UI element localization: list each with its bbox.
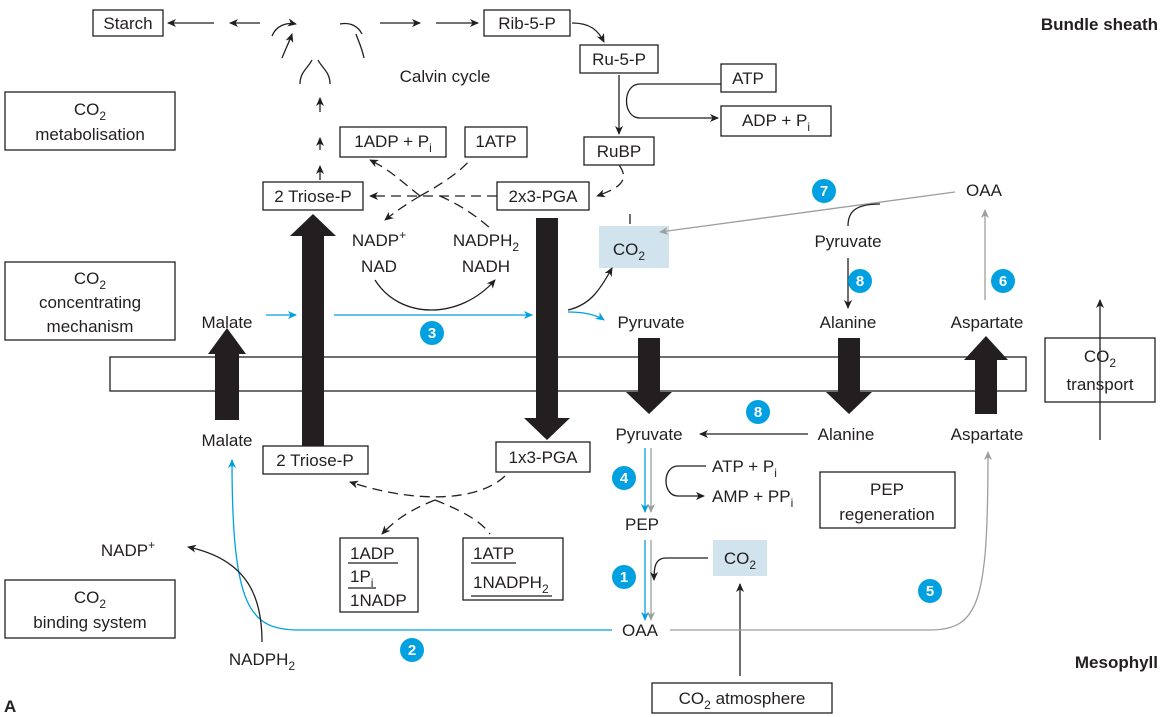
co2-bs-box [599, 226, 669, 268]
nadh-label: NADH [462, 257, 510, 276]
oaa-malate-arrow [228, 459, 612, 631]
co2-binding-box: CO2 binding system [4, 579, 176, 639]
box-left-l2: 1Pi [350, 567, 373, 590]
step-2: 2 [408, 642, 416, 659]
dashed-cycle-arrows [369, 159, 631, 311]
malate-bs-label: Malate [201, 313, 252, 332]
calvin-cycle-label: Calvin cycle [400, 67, 491, 86]
co2-fixation-arrow [650, 557, 708, 581]
nad-label: NAD [361, 257, 397, 276]
aspartate-m-label: Aspartate [951, 425, 1024, 444]
co2-atmosphere-label: CO2 atmosphere [679, 689, 806, 712]
nadp-m-label: NADP+ [101, 538, 155, 560]
pga-top-label: 2x3-PGA [509, 187, 579, 206]
cell-membrane [109, 356, 1027, 392]
starch-label: Starch [103, 14, 152, 33]
step-6: 6 [999, 273, 1007, 290]
step-7: 7 [820, 183, 828, 200]
co2-m-box [713, 540, 767, 576]
svg-text:PEP: PEP [870, 480, 904, 499]
step-1: 1 [620, 569, 628, 586]
pyruvate-m-label: Pyruvate [615, 425, 682, 444]
starch-chain-arrows [167, 18, 721, 180]
pyruvate-bs-label: Pyruvate [617, 313, 684, 332]
oaa-aspartate-arrow [670, 451, 992, 631]
oaa-m-label: OAA [622, 621, 659, 640]
rib5p-label: Rib-5-P [498, 14, 556, 33]
bundle-sheath-label: Bundle sheath [1041, 15, 1158, 34]
svg-text:CO2: CO2 [74, 100, 107, 123]
triose-m-label: 2 Triose-P [276, 451, 353, 470]
atp-label: ATP [732, 69, 764, 88]
box-right-l1: 1ATP [473, 544, 514, 563]
rubp-label: RuBP [597, 142, 641, 161]
aspartate-bs-label: Aspartate [951, 313, 1024, 332]
svg-text:metabolisation: metabolisation [35, 125, 145, 144]
ru5p-label: Ru-5-P [592, 50, 646, 69]
atp-1-label: 1ATP [475, 132, 516, 151]
svg-text:binding system: binding system [33, 613, 146, 632]
atp-pi-label: ATP + Pi [712, 457, 777, 480]
nadph2-m-label: NADPH2 [229, 650, 296, 673]
co2-m-label: CO2 [724, 549, 757, 572]
amp-ppi-label: AMP + PPi [712, 487, 793, 510]
oaa-bs-label: OAA [966, 181, 1003, 200]
box-right-l2: 1NADPH2 [473, 573, 549, 596]
pep-regen-side-arrow [665, 465, 706, 500]
pyruvate-pep-arrows [641, 448, 655, 621]
adp-pi-label: ADP + Pi [742, 111, 810, 134]
step-8b: 8 [754, 404, 762, 421]
box-left-l1: 1ADP [350, 544, 394, 563]
alanine-bs-label: Alanine [820, 313, 877, 332]
co2-concentrating-box: CO2 concentrating mechanism [4, 261, 176, 341]
step-8a: 8 [856, 273, 864, 290]
nadph-oxidation-arrow [187, 544, 263, 643]
co2-bs-label: CO2 [613, 240, 646, 263]
pga-reduction-arrows [349, 475, 506, 535]
adp-pi-1-label: 1ADP + Pi [354, 132, 432, 155]
step-3: 3 [428, 325, 436, 342]
svg-text:CO2: CO2 [74, 269, 107, 292]
co2-metabolisation-box: CO2 metabolisation [4, 91, 176, 151]
step-4: 4 [620, 470, 629, 487]
svg-text:concentrating: concentrating [39, 293, 141, 312]
step-markers: 1 2 3 4 5 6 7 8 8 [400, 179, 1015, 662]
step-5: 5 [926, 583, 934, 600]
oaa-bs-arrows [659, 191, 989, 309]
pyruvate-bs2-label: Pyruvate [814, 232, 881, 251]
svg-text:CO2: CO2 [74, 588, 107, 611]
malate-decarboxylation-arrows [266, 267, 613, 321]
nadp-label: NADP+ [352, 228, 406, 250]
svg-text:mechanism: mechanism [47, 317, 134, 336]
transport-big-arrows [208, 214, 1008, 458]
nadph2-label: NADPH2 [453, 231, 520, 254]
triose-top-label: 2 Triose-P [274, 187, 351, 206]
mesophyll-label: Mesophyll [1075, 653, 1158, 672]
pep-label: PEP [625, 515, 659, 534]
alanine-m-label: Alanine [818, 425, 875, 444]
svg-text:CO2: CO2 [1084, 347, 1117, 370]
box-left-l3: 1NADP [350, 591, 407, 610]
svg-text:regeneration: regeneration [839, 505, 934, 524]
panel-label: A [4, 697, 16, 716]
pep-regeneration-box: PEP regeneration [819, 471, 956, 529]
malate-m-label: Malate [201, 431, 252, 450]
pga-m-label: 1x3-PGA [509, 448, 579, 467]
